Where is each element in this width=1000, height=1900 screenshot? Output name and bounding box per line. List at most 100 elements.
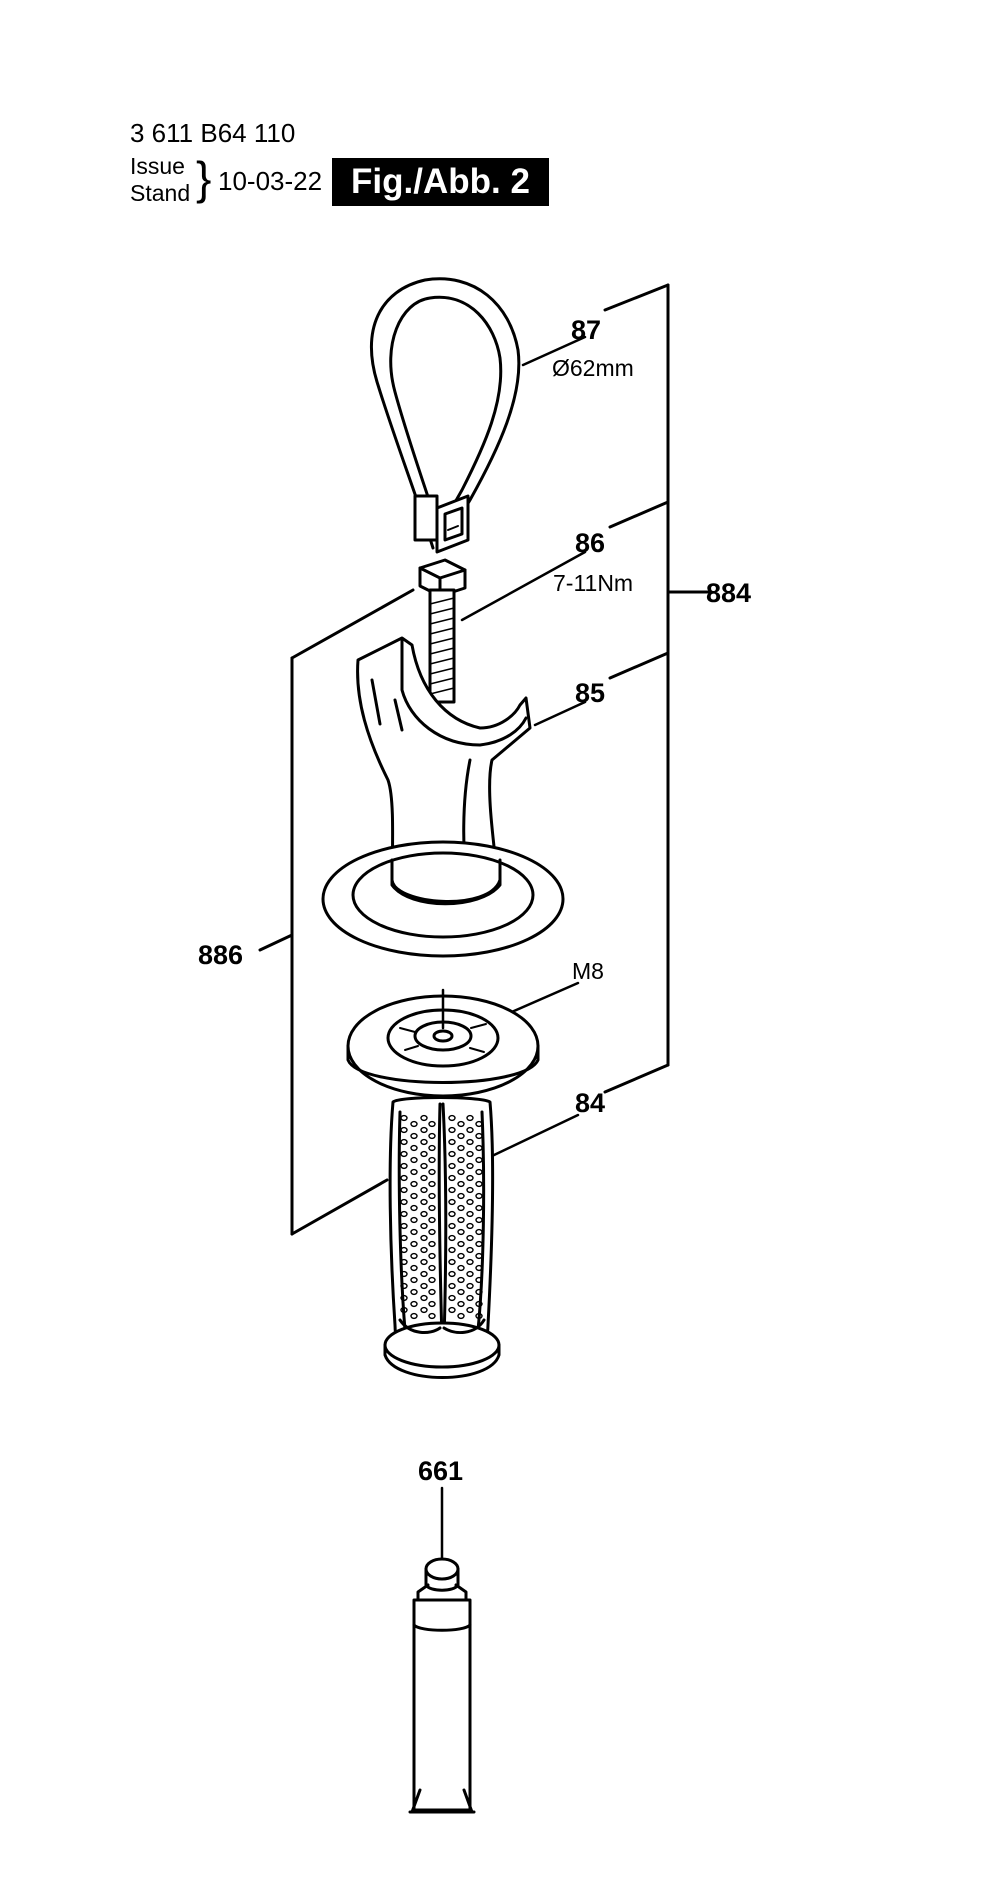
grip-dimple: [420, 1150, 428, 1158]
grip-dimple: [448, 1306, 456, 1314]
grip-dimple: [428, 1144, 436, 1152]
grip-dimple: [457, 1264, 465, 1272]
grip-dimple: [466, 1282, 474, 1290]
grip-dimple: [400, 1294, 408, 1302]
grip-dimple: [475, 1300, 483, 1308]
callout-85: 85: [575, 678, 606, 708]
note-87-diameter: Ø62mm: [552, 355, 634, 381]
figure-label: Fig./Abb. 2: [332, 158, 549, 206]
grip-dimple: [420, 1114, 428, 1122]
note-m8-thread: M8: [572, 958, 604, 984]
grip-dimple: [410, 1168, 418, 1176]
grip-dimple: [457, 1216, 465, 1224]
grip-dimple: [410, 1216, 418, 1224]
t-bolt-part-86: [418, 558, 467, 704]
grip-dimple: [420, 1198, 428, 1206]
grip-dimple: [410, 1312, 418, 1320]
grip-dimple: [457, 1252, 465, 1260]
grip-dimple: [428, 1216, 436, 1224]
grip-dimple: [448, 1114, 456, 1122]
grip-dimple: [475, 1168, 483, 1176]
grip-dimple: [448, 1294, 456, 1302]
grip-dimple: [428, 1168, 436, 1176]
grip-dimple: [466, 1234, 474, 1242]
grip-dimple: [475, 1120, 483, 1128]
grip-dimple: [448, 1246, 456, 1254]
grip-dimple: [410, 1132, 418, 1140]
grip-dimple: [457, 1156, 465, 1164]
grip-dimple: [400, 1306, 408, 1314]
grip-dimple: [428, 1132, 436, 1140]
grip-dimple: [400, 1246, 408, 1254]
callout-886: 886: [198, 940, 244, 970]
grip-dimple: [400, 1114, 408, 1122]
grip-dimple: [448, 1126, 456, 1134]
grip-dimple: [457, 1276, 465, 1284]
brace-glyph: }: [196, 152, 212, 204]
grip-dimple: [420, 1162, 428, 1170]
grip-dimple: [475, 1144, 483, 1152]
grip-dimple: [475, 1264, 483, 1272]
grip-dimple: [466, 1258, 474, 1266]
grip-dimple: [410, 1144, 418, 1152]
grip-dimple: [457, 1168, 465, 1176]
grip-dimple: [448, 1138, 456, 1146]
grip-dimple: [428, 1288, 436, 1296]
grip-dimple: [400, 1198, 408, 1206]
grip-dimple: [457, 1300, 465, 1308]
grip-dimple: [410, 1252, 418, 1260]
grip-dimple: [420, 1246, 428, 1254]
grip-dimple: [466, 1114, 474, 1122]
grip-dimple: [475, 1240, 483, 1248]
grip-dimple: [466, 1138, 474, 1146]
bracket-886: [258, 588, 415, 1236]
grip-dimple: [466, 1198, 474, 1206]
grip-dimple: [428, 1264, 436, 1272]
grip-dimple: [475, 1276, 483, 1284]
grip-dimple: [475, 1156, 483, 1164]
grip-dimple: [448, 1234, 456, 1242]
grip-dimple: [428, 1276, 436, 1284]
grip-dimple: [457, 1144, 465, 1152]
grip-dimple: [428, 1252, 436, 1260]
grip-dimple: [466, 1306, 474, 1314]
strap-band-part-87: [369, 277, 521, 554]
grip-dimple: [420, 1138, 428, 1146]
callout-87: 87: [571, 315, 602, 345]
grip-dimple: [410, 1264, 418, 1272]
grip-dimple: [475, 1288, 483, 1296]
grip-dimple: [400, 1126, 408, 1134]
grip-dimple: [457, 1312, 465, 1320]
callout-84: 84: [575, 1088, 606, 1118]
grip-dimple: [466, 1246, 474, 1254]
grease-tube-part-661: [408, 1557, 476, 1814]
grip-dimple: [428, 1312, 436, 1320]
grip-dimple: [448, 1258, 456, 1266]
grip-dimple: [428, 1204, 436, 1212]
grip-dimple: [400, 1282, 408, 1290]
grip-dimple: [428, 1180, 436, 1188]
grip-dimple: [420, 1270, 428, 1278]
grip-dimple: [428, 1300, 436, 1308]
grip-dimple: [457, 1180, 465, 1188]
grip-dimple: [475, 1132, 483, 1140]
grip-dimple: [466, 1150, 474, 1158]
grip-dimple: [457, 1240, 465, 1248]
grip-dimple: [400, 1150, 408, 1158]
grip-dimple: [448, 1198, 456, 1206]
grip-dimple: [420, 1126, 428, 1134]
grip-dimple: [420, 1294, 428, 1302]
grip-dimple: [420, 1282, 428, 1290]
grip-dimple: [457, 1132, 465, 1140]
grip-dimple: [410, 1204, 418, 1212]
grip-dimple: [457, 1204, 465, 1212]
callout-86: 86: [575, 528, 606, 558]
grip-dimple: [466, 1222, 474, 1230]
grip-dimple: [466, 1270, 474, 1278]
grip-dimple: [400, 1234, 408, 1242]
grip-dimple: [410, 1180, 418, 1188]
grip-dimple: [448, 1222, 456, 1230]
grip-dimple: [400, 1138, 408, 1146]
grip-dimple: [428, 1228, 436, 1236]
